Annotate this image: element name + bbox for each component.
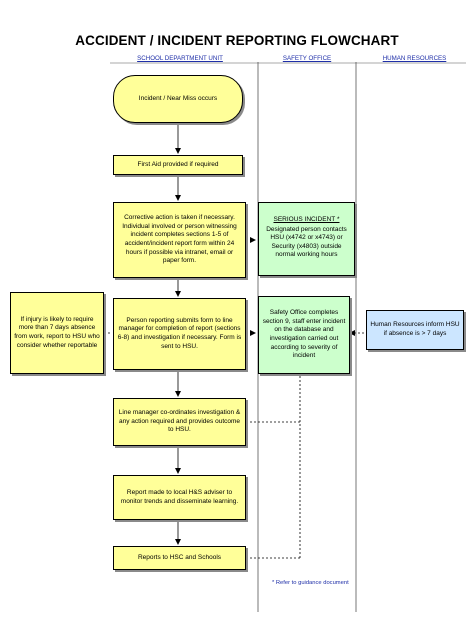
footnote: * Refer to guidance document (272, 580, 349, 586)
column-header-school: SCHOOL DEPARTMENT UNIT (137, 55, 223, 62)
node-incident-occurs: Incident / Near Miss occurs (113, 75, 243, 123)
node-line-manager: Line manager co-ordinates investigation … (113, 398, 246, 446)
node-corrective-action-text: Corrective action is taken if necessary.… (122, 214, 237, 265)
node-hr-inform: Human Resources inform HSU if absence is… (366, 310, 464, 350)
node-submit-form-text: Person reporting submits form to line ma… (117, 316, 242, 350)
node-reports-hsc: Reports to HSC and Schools (113, 546, 246, 570)
node-reports-hsc-text: Reports to HSC and Schools (137, 553, 222, 561)
node-safety-office: Safety Office completes section 9, staff… (258, 296, 350, 374)
node-safety-office-text: Safety Office completes section 9, staff… (262, 309, 346, 360)
column-header-safety-office: SAFETY OFFICE (282, 55, 332, 62)
node-first-aid-text: First Aid provided if required (137, 160, 219, 168)
flowchart-title: ACCIDENT / INCIDENT REPORTING FLOWCHART (75, 33, 399, 48)
node-incident-occurs-text: Incident / Near Miss occurs (138, 94, 218, 102)
node-first-aid: First Aid provided if required (113, 155, 243, 175)
node-report-local-text: Report made to local H&S adviser to moni… (120, 488, 239, 505)
node-report-local: Report made to local H&S adviser to moni… (113, 475, 246, 520)
node-hr-inform-text: Human Resources inform HSU if absence is… (370, 321, 460, 337)
node-serious-incident-title: SERIOUS INCIDENT * (273, 216, 340, 224)
node-line-manager-text: Line manager co-ordinates investigation … (118, 409, 241, 434)
node-injury-absence: If injury is likely to require more than… (10, 292, 104, 374)
node-injury-absence-text: If injury is likely to require more than… (14, 315, 100, 349)
node-submit-form: Person reporting submits form to line ma… (113, 298, 246, 370)
node-corrective-action: Corrective action is taken if necessary.… (113, 202, 246, 278)
node-serious-incident-text: Designated person contacts HSU (x4742 or… (266, 225, 347, 259)
node-serious-incident: SERIOUS INCIDENT * Designated person con… (258, 202, 355, 276)
column-header-human-resources: HUMAN RESOURCES (382, 55, 447, 62)
